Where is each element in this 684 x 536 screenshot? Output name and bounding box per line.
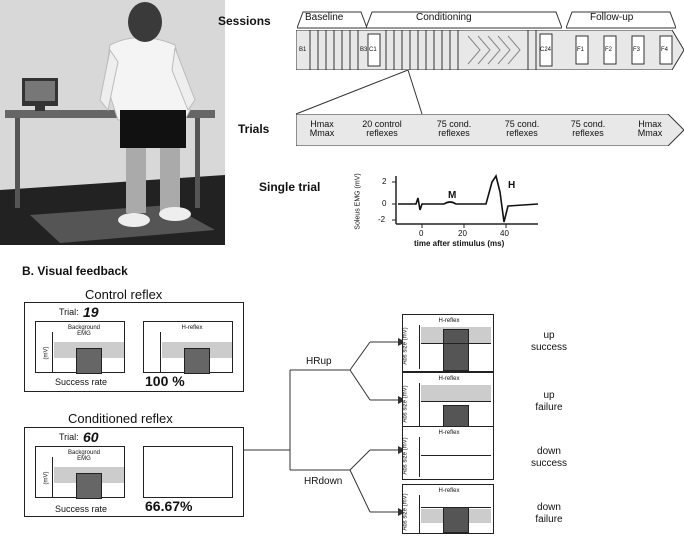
zoom-lines (295, 69, 423, 115)
phase-conditioning-label: Conditioning (416, 12, 472, 23)
conditioned-bg-unit: (mV) (43, 471, 50, 485)
outcome-down-success-unit: Abs size (mV) (402, 437, 409, 475)
hrdown-label: HRdown (304, 476, 343, 487)
emg-plot: Soleus EMG (mV) 2 0 -2 0 20 40 time afte… (354, 162, 558, 250)
single-trial-label: Single trial (259, 180, 321, 194)
outcome-up-success-title: H-reflex (438, 318, 460, 324)
session-f1: F1 (577, 47, 585, 53)
trial-seg-4: 75 cond.reflexes (504, 119, 540, 138)
outcome-down-failure-unit: Abs size (mV) (402, 493, 409, 531)
session-b1: B1 (299, 47, 307, 53)
conditioned-panel: Trial: 60 Background EMG (mV) Success ra… (24, 427, 244, 517)
control-bg-emg-chart: Background EMG (mV) (35, 321, 125, 374)
session-c24: C24 (540, 47, 552, 53)
outcome-up-success-bar (443, 329, 469, 371)
outcome-up-failure-unit: Abs size (mV) (402, 385, 409, 423)
outcome-up-failure-title: H-reflex (438, 376, 460, 382)
conditioned-hreflex-blank (143, 446, 233, 498)
conditioned-bg-label: Background EMG (67, 450, 101, 462)
session-f3: F3 (633, 47, 641, 53)
outcome-down-success: H-reflex Abs size (mV) (402, 426, 494, 480)
control-bg-unit: (mV) (43, 346, 50, 360)
phase-baseline-label: Baseline (305, 12, 344, 23)
emg-ytick-0: 0 (382, 199, 387, 208)
conditioned-title: Conditioned reflex (68, 411, 173, 426)
outcome-up-success: H-reflex Abs size (mV) (402, 314, 494, 372)
emg-ytick-2: 2 (382, 177, 387, 186)
outcome-up-success-unit: Abs size (mV) (402, 327, 409, 365)
outcome-down-failure: H-reflex Abs size (mV) (402, 484, 494, 534)
control-h-label: H-reflex (181, 325, 203, 331)
control-trial-label: Trial: (59, 307, 79, 317)
outcome-down-success-title: H-reflex (438, 430, 460, 436)
emg-trace (398, 174, 539, 223)
emg-ylabel: Soleus EMG (mV) (354, 173, 362, 230)
control-trial-value: 19 (83, 304, 99, 320)
session-c1: C1 (369, 47, 377, 53)
m-wave-label: M (448, 190, 457, 201)
session-f2: F2 (605, 47, 613, 53)
session-b3: B3 (360, 47, 368, 53)
trials-label: Trials (238, 122, 270, 136)
phase-baseline: Baseline (296, 10, 368, 30)
phase-conditioning: Conditioning (365, 10, 563, 30)
phase-followup-label: Follow-up (590, 12, 634, 23)
conditioned-bg-emg-chart: Background EMG (mV) (35, 446, 125, 499)
sessions-bar: B1 B3 C1 C24 F1 F2 F3 F4 (295, 29, 684, 71)
control-hreflex-chart: H-reflex (143, 321, 233, 374)
section-title: B. Visual feedback (22, 264, 128, 278)
outcome-down-failure-title: H-reflex (438, 488, 460, 494)
hrup-label: HRup (306, 356, 332, 367)
trial-seg-3: 75 cond.reflexes (436, 119, 472, 138)
outcome-up-failure-bar (443, 405, 469, 429)
outcome-down-failure-bar (443, 507, 469, 533)
control-title: Control reflex (85, 287, 163, 302)
experiment-photo (0, 0, 225, 245)
emg-xlabel: time after stimulus (ms) (414, 239, 505, 248)
emg-ytick-neg2: -2 (378, 215, 386, 224)
conditioned-trial-value: 60 (83, 429, 99, 445)
control-success-label: Success rate (55, 377, 108, 387)
h-wave-label: H (508, 180, 516, 191)
sessions-label: Sessions (218, 14, 271, 28)
control-bg-bar (76, 348, 102, 374)
conditioned-success-label: Success rate (55, 504, 108, 514)
emg-xtick-0: 0 (419, 229, 424, 238)
session-f4: F4 (661, 47, 669, 53)
emg-xtick-40: 40 (500, 229, 509, 238)
conditioned-trial-label: Trial: (59, 432, 79, 442)
control-success-value: 100 % (145, 373, 185, 389)
control-bg-label: Background EMG (67, 325, 101, 337)
outcome-up-failure: H-reflex Abs size (mV) (402, 372, 494, 430)
trial-seg-5: 75 cond.reflexes (570, 119, 606, 138)
branch-connectors (244, 338, 406, 516)
control-panel: Trial: 19 Background EMG (mV) H-reflex S… (24, 302, 244, 392)
emg-xtick-20: 20 (458, 229, 467, 238)
conditioned-success-value: 66.67% (145, 498, 193, 514)
phase-followup: Follow-up (565, 10, 677, 30)
control-h-bar (184, 348, 210, 374)
conditioned-bg-bar (76, 473, 102, 499)
